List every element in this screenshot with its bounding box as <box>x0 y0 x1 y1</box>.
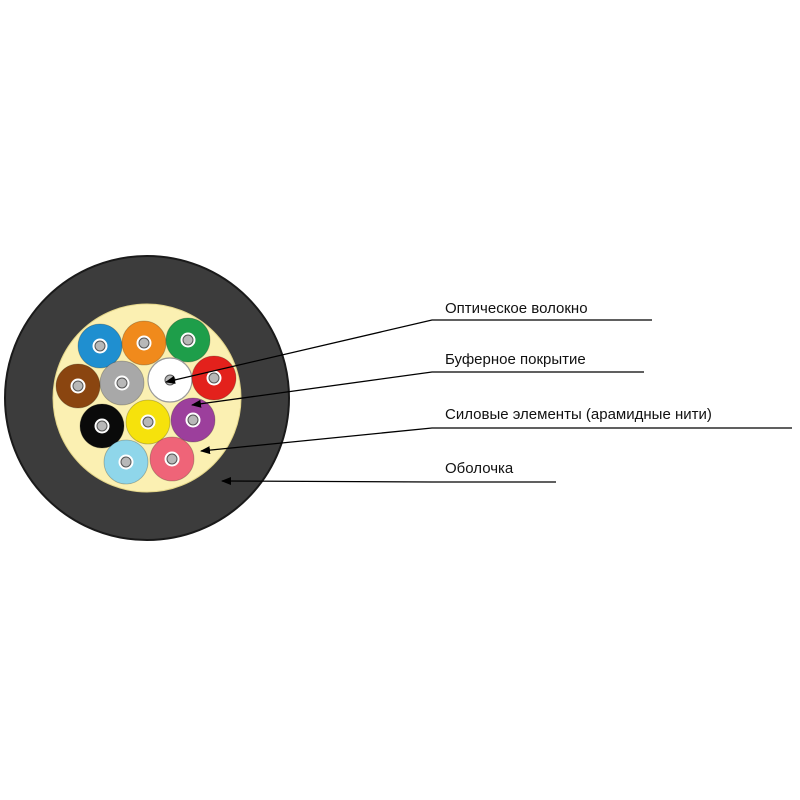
optical-fiber-core <box>166 453 178 465</box>
optical-fiber-core <box>120 456 132 468</box>
leader-line-strength <box>200 427 792 455</box>
buffer-tube-orange <box>121 320 167 366</box>
buffer-tube-yellow <box>125 399 171 445</box>
optical-fiber-core <box>96 420 108 432</box>
buffer-tube-pink <box>149 436 195 482</box>
leader-line-buffer <box>191 371 644 408</box>
label-strength-members: Силовые элементы (арамидные нити) <box>445 406 712 423</box>
leader-line-fiber <box>165 319 652 384</box>
buffer-tube-green <box>165 317 211 363</box>
optical-fiber-core <box>142 416 154 428</box>
label-buffer-coating: Буферное покрытие <box>445 351 586 368</box>
leader-line-sheath <box>221 477 556 486</box>
label-optical-fiber: Оптическое волокно <box>445 300 588 317</box>
buffer-tubes <box>55 317 237 485</box>
optical-fiber-core <box>94 340 106 352</box>
leader-lines <box>165 319 792 486</box>
buffer-tube-light-blue <box>103 439 149 485</box>
buffer-tube-brown <box>55 363 101 409</box>
optical-fiber-core <box>138 337 150 349</box>
label-sheath: Оболочка <box>445 460 514 477</box>
optical-fiber-core <box>116 377 128 389</box>
buffer-tube-white <box>147 357 193 403</box>
buffer-tube-red <box>191 355 237 401</box>
buffer-tube-blue <box>77 323 123 369</box>
buffer-tube-violet <box>170 397 216 443</box>
optical-fiber-core <box>187 414 199 426</box>
buffer-tube-black <box>79 403 125 449</box>
optical-fiber-core <box>72 380 84 392</box>
optical-fiber-core <box>208 372 220 384</box>
buffer-tube-gray <box>99 360 145 406</box>
optical-fiber-core <box>182 334 194 346</box>
